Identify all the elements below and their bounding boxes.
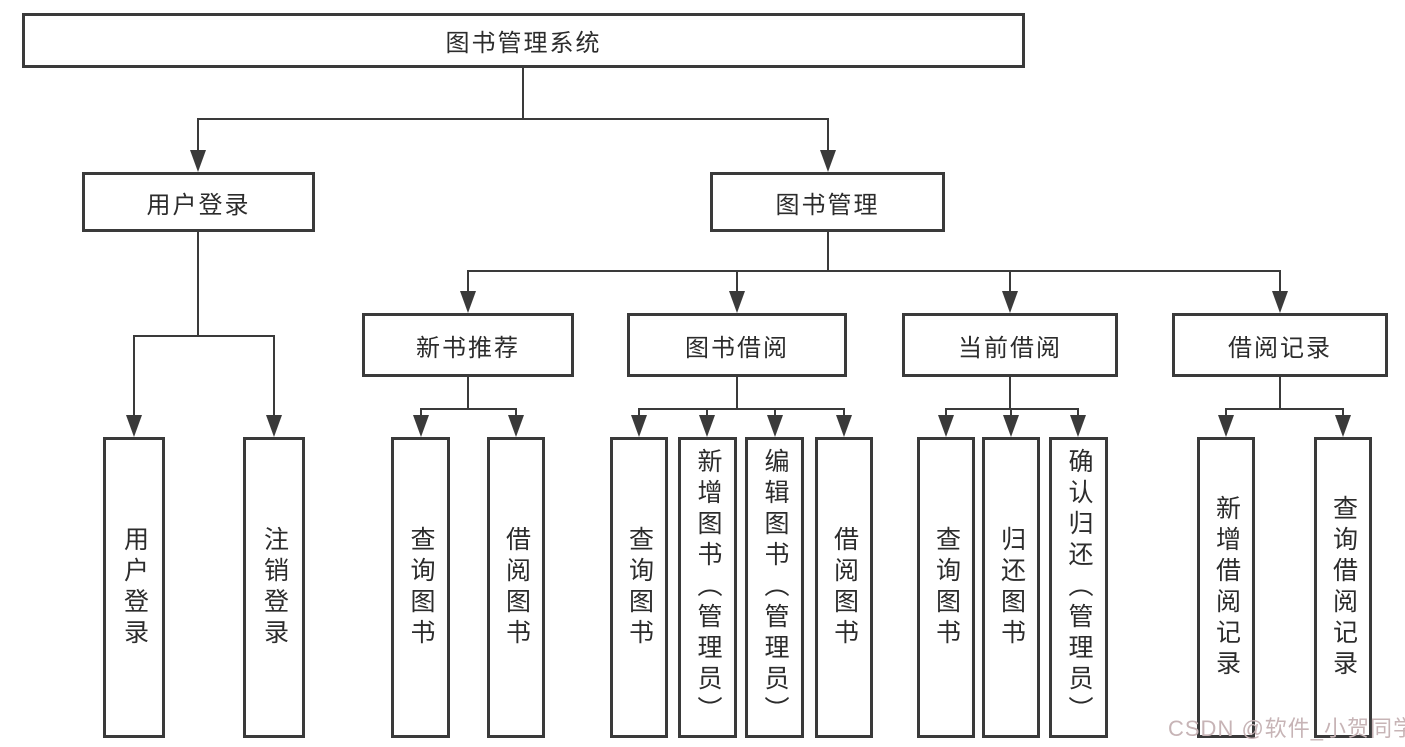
connector-drop-leaf (273, 335, 275, 417)
node-leaf-cb-confirm-return-label: 确认归还（管理员） (1065, 448, 1093, 727)
connector-borrow-record-stem (1279, 377, 1281, 408)
node-borrow-record: 借阅记录 (1172, 313, 1388, 377)
node-new-book-label: 新书推荐 (416, 334, 520, 362)
node-leaf-logout-label: 注销登录 (260, 525, 289, 650)
node-current-borrow-label: 当前借阅 (958, 334, 1062, 362)
connector-bus-new-book (420, 408, 517, 410)
arrowhead-down-icon (767, 415, 783, 437)
connector-book-borrow-stem (736, 377, 738, 408)
arrowhead-down-icon (1335, 415, 1351, 437)
node-leaf-cb-query-books-label: 查询图书 (932, 525, 961, 650)
connector-drop-leaf (945, 408, 947, 417)
node-leaf-bb-borrow-books: 借阅图书 (815, 437, 873, 738)
node-leaf-cb-confirm-return: 确认归还（管理员） (1049, 437, 1108, 738)
node-leaf-logout: 注销登录 (243, 437, 305, 738)
node-user-login: 用户登录 (82, 172, 315, 232)
node-leaf-br-add-record-label: 新增借阅记录 (1212, 494, 1241, 681)
connector-bus-level3 (467, 270, 1281, 272)
arrowhead-down-icon (820, 150, 836, 172)
node-book-mgmt: 图书管理 (710, 172, 945, 232)
connector-root-stem (522, 68, 524, 118)
node-leaf-nb-query-books-label: 查询图书 (407, 525, 435, 650)
connector-bus-borrow-record (1225, 408, 1344, 410)
arrowhead-down-icon (1002, 291, 1018, 313)
arrowhead-down-icon (266, 415, 282, 437)
node-leaf-br-query-record: 查询借阅记录 (1314, 437, 1372, 738)
node-book-borrow: 图书借阅 (627, 313, 847, 377)
connector-drop-current-borrow (1009, 270, 1011, 293)
connector-drop-book-mgmt (827, 118, 829, 152)
connector-bus-current-borrow (945, 408, 1079, 410)
node-book-borrow-label: 图书借阅 (685, 334, 789, 362)
connector-drop-leaf (774, 408, 776, 417)
node-leaf-bb-borrow-books-label: 借阅图书 (830, 525, 859, 650)
node-current-borrow: 当前借阅 (902, 313, 1118, 377)
arrowhead-down-icon (190, 150, 206, 172)
node-borrow-record-label: 借阅记录 (1228, 334, 1332, 362)
connector-bus-user-login (133, 335, 275, 337)
node-root: 图书管理系统 (22, 13, 1025, 68)
node-leaf-br-add-record: 新增借阅记录 (1197, 437, 1255, 738)
connector-drop-leaf (133, 335, 135, 417)
connector-drop-leaf (1225, 408, 1227, 417)
connector-drop-leaf (1342, 408, 1344, 417)
node-leaf-cb-query-books: 查询图书 (917, 437, 975, 738)
connector-user-login-stem (197, 232, 199, 335)
node-user-login-label: 用户登录 (146, 191, 251, 219)
node-leaf-user-login-label: 用户登录 (120, 525, 149, 650)
arrowhead-down-icon (1218, 415, 1234, 437)
arrowhead-down-icon (836, 415, 852, 437)
connector-drop-leaf (638, 408, 640, 417)
arrowhead-down-icon (413, 415, 429, 437)
node-root-label: 图书管理系统 (445, 30, 602, 57)
connector-drop-leaf (1010, 408, 1012, 417)
arrowhead-down-icon (126, 415, 142, 437)
connector-new-book-stem (467, 377, 469, 408)
node-leaf-cb-return-books: 归还图书 (982, 437, 1040, 738)
node-leaf-nb-borrow-books: 借阅图书 (487, 437, 545, 738)
node-leaf-bb-edit-books-label: 编辑图书（管理员） (761, 448, 789, 727)
connector-drop-leaf (843, 408, 845, 417)
arrowhead-down-icon (631, 415, 647, 437)
node-leaf-nb-borrow-books-label: 借阅图书 (502, 525, 531, 650)
connector-drop-leaf (706, 408, 708, 417)
connector-drop-leaf (515, 408, 517, 417)
node-leaf-bb-query-books-label: 查询图书 (625, 525, 654, 650)
connector-drop-new-book (467, 270, 469, 293)
arrowhead-down-icon (508, 415, 524, 437)
arrowhead-down-icon (938, 415, 954, 437)
connector-bus-book-borrow (638, 408, 845, 410)
node-new-book: 新书推荐 (362, 313, 574, 377)
node-leaf-bb-query-books: 查询图书 (610, 437, 668, 738)
csdn-watermark: CSDN @软件_小贺同学 (1168, 716, 1405, 741)
connector-bus-level2 (197, 118, 829, 120)
arrowhead-down-icon (729, 291, 745, 313)
node-leaf-bb-add-books-label: 新增图书（管理员） (694, 448, 722, 727)
connector-drop-borrow-record (1279, 270, 1281, 293)
connector-book-mgmt-stem (827, 232, 829, 270)
node-leaf-user-login: 用户登录 (103, 437, 165, 738)
connector-drop-user-login (197, 118, 199, 152)
node-leaf-br-query-record-label: 查询借阅记录 (1329, 494, 1358, 681)
arrowhead-down-icon (699, 415, 715, 437)
connector-drop-leaf (420, 408, 422, 417)
node-book-mgmt-label: 图书管理 (775, 191, 880, 219)
node-leaf-bb-edit-books: 编辑图书（管理员） (745, 437, 804, 738)
node-leaf-nb-query-books: 查询图书 (391, 437, 450, 738)
node-leaf-bb-add-books: 新增图书（管理员） (678, 437, 737, 738)
arrowhead-down-icon (1272, 291, 1288, 313)
node-leaf-cb-return-books-label: 归还图书 (997, 525, 1026, 650)
connector-current-borrow-stem (1009, 377, 1011, 408)
connector-drop-leaf (1077, 408, 1079, 417)
arrowhead-down-icon (1003, 415, 1019, 437)
arrowhead-down-icon (1070, 415, 1086, 437)
arrowhead-down-icon (460, 291, 476, 313)
connector-drop-book-borrow (736, 270, 738, 293)
